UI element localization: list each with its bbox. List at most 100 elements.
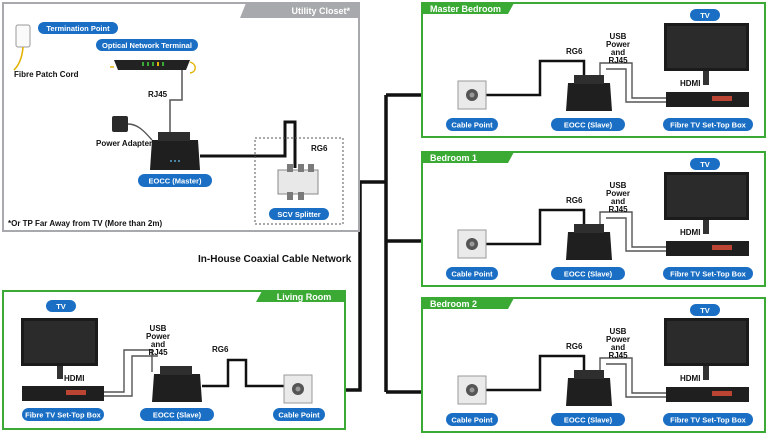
living-tv-label: TV	[56, 302, 66, 311]
eocc-master-pill	[138, 174, 212, 187]
living-eocc-pill	[140, 408, 214, 421]
living-tv-pill	[46, 300, 76, 312]
room-rg6-cable	[486, 208, 586, 246]
room-cable-point-pill	[446, 267, 498, 280]
room-cable-point-pill	[446, 118, 498, 131]
living-cable-point-pill	[273, 408, 325, 421]
room-eocc-device	[566, 75, 612, 111]
living-room-tab	[256, 291, 345, 302]
room-title: Master Bedroom	[430, 4, 501, 14]
room-eocc-pill	[551, 267, 625, 280]
room-stb-label: Fibre TV Set-Top Box	[670, 416, 747, 425]
room-stb-device	[666, 92, 749, 107]
room-cable-point-device	[457, 80, 487, 110]
living-cable-point-device	[283, 374, 313, 404]
room-tv-device	[664, 23, 749, 85]
utility-closet-tab	[240, 3, 359, 18]
room-title: Bedroom 2	[430, 299, 477, 309]
termination-point-label: Termination Point	[46, 24, 110, 33]
living-eocc-label: EOCC (Slave)	[153, 411, 202, 420]
ont-label: Optical Network Terminal	[102, 41, 192, 50]
room-rj45-cable	[606, 217, 666, 252]
room-tv-device	[664, 318, 749, 380]
power-adapter-label: Power Adapter	[96, 139, 152, 148]
living-hdmi-label: HDMI	[64, 374, 84, 383]
room-cable-point-label: Cable Point	[451, 416, 493, 425]
splitter-pill	[269, 208, 329, 220]
rg6-closet-cable	[200, 120, 297, 168]
room-eocc-pill	[551, 413, 625, 426]
living-eocc-device	[152, 366, 202, 402]
room-eocc-device	[566, 224, 612, 260]
utility-closet: Utility Closet* Termination Point Optica…	[2, 2, 360, 232]
room-tv-pill	[690, 158, 720, 170]
ont-device	[114, 60, 196, 74]
room-stb-label: Fibre TV Set-Top Box	[670, 121, 747, 130]
room-tv-label: TV	[700, 11, 710, 20]
room-title: Bedroom 1	[430, 153, 477, 163]
room-tv-label: TV	[700, 160, 710, 169]
room-rg6-cable	[486, 59, 586, 97]
eocc-master-device	[150, 120, 297, 170]
living-stb-label: Fibre TV Set-Top Box	[25, 411, 102, 420]
room-hdmi-label: HDMI	[680, 228, 700, 237]
room-tv-pill	[690, 9, 720, 21]
living-room: Living Room TV HDMI Fibre TV Set-Top Box…	[2, 290, 346, 430]
room-tab	[422, 3, 514, 14]
room-usb-cable	[599, 357, 666, 394]
room-hdmi-label: HDMI	[680, 79, 700, 88]
rj45-label: RJ45	[148, 90, 168, 99]
room-stb-pill	[663, 267, 753, 280]
room-stb-device	[666, 387, 749, 402]
network-title: In-House Coaxial Cable Network	[198, 254, 352, 265]
splitter-dashed-box	[254, 137, 344, 225]
living-stb-pill	[22, 408, 104, 421]
room-stb-device	[666, 241, 749, 256]
room-tv-device	[664, 172, 749, 234]
room-stb-pill	[663, 413, 753, 426]
room-cable-point-label: Cable Point	[451, 121, 493, 130]
room-rg6-label: RG6	[566, 47, 583, 56]
rj45-cable	[169, 70, 183, 133]
ont-pill	[96, 39, 198, 51]
patch-cord-label: Fibre Patch Cord	[14, 70, 79, 79]
splitter-label: SCV Splitter	[277, 210, 320, 219]
living-tv-device	[21, 318, 98, 379]
room-cable-point-device	[457, 375, 487, 405]
termination-point-pill	[38, 22, 118, 34]
room-tab	[422, 298, 514, 309]
living-rg6-label: RG6	[212, 345, 229, 354]
room-rg6-cable	[486, 354, 586, 392]
room-usb-cable	[599, 62, 666, 99]
room-eocc-label: EOCC (Slave)	[564, 270, 613, 279]
power-adapter-device	[112, 116, 153, 141]
room-hdmi-label: HDMI	[680, 374, 700, 383]
room-rj45-cable	[606, 68, 666, 103]
living-stb-device	[22, 349, 158, 401]
room-tab	[422, 152, 514, 163]
utility-closet-title: Utility Closet*	[291, 6, 350, 16]
room-stb-pill	[663, 118, 753, 131]
room-rg6-label: RG6	[566, 342, 583, 351]
room-eocc-pill	[551, 118, 625, 131]
closet-note: *Or TP Far Away from TV (More than 2m)	[8, 219, 162, 228]
room-eocc-label: EOCC (Slave)	[564, 121, 613, 130]
fibre-patch-cord-line	[13, 46, 24, 71]
eocc-master-label: EOCC (Master)	[149, 177, 202, 186]
room-cable-point-label: Cable Point	[451, 270, 493, 279]
scv-splitter-device	[277, 164, 319, 200]
room-tv-label: TV	[700, 306, 710, 315]
termination-point-device	[13, 24, 31, 71]
living-room-title: Living Room	[277, 292, 332, 302]
room-eocc-label: EOCC (Slave)	[564, 416, 613, 425]
room-rj45-cable	[606, 363, 666, 398]
